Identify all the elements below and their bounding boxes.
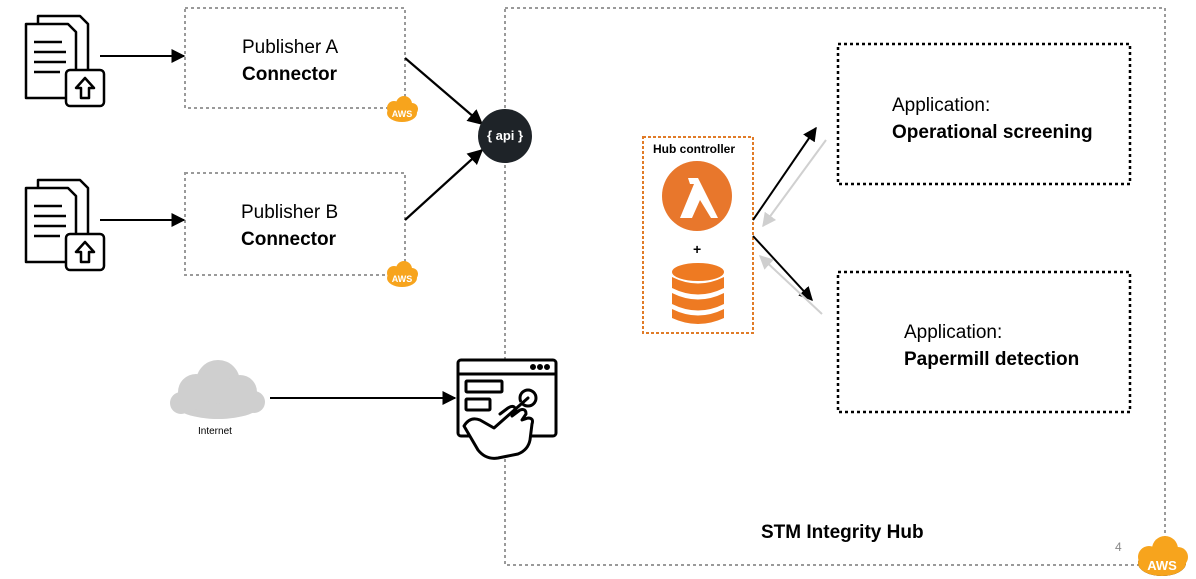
aws-cloud-icon	[387, 96, 418, 122]
application-2-prefix: Application:	[904, 322, 1003, 343]
web-interface-touch-icon	[456, 358, 558, 460]
publisher-a-name: Publisher A	[242, 37, 339, 58]
internet-label: Internet	[198, 426, 232, 437]
application-1-prefix: Application:	[892, 95, 991, 116]
hub-controller-plus: +	[693, 241, 702, 257]
publisher-b-name: Publisher B	[241, 202, 339, 223]
lambda-icon	[662, 161, 732, 231]
publisher-a-connector: Connector	[242, 64, 337, 85]
api-label: { api }	[486, 128, 524, 143]
application-2-box	[836, 270, 1132, 414]
application-1-box	[836, 42, 1132, 186]
aws-cloud-icon	[387, 261, 418, 287]
database-icon	[672, 263, 724, 324]
arrow-hub-to-application-2	[752, 235, 813, 302]
publisher-a-label: Publisher A Connector	[242, 34, 338, 88]
page-number: 4	[1115, 540, 1122, 554]
arrow-application-1-to-hub	[762, 139, 827, 228]
application-2-name: Papermill detection	[904, 349, 1080, 370]
aws-badge-publisher-a: AWS	[392, 109, 413, 119]
arrow-application-2-to-hub	[758, 255, 823, 315]
application-2-label: Application: Papermill detection	[904, 319, 1079, 373]
hub-controller-box	[642, 136, 754, 334]
arrow-publisher-a-to-api	[404, 57, 484, 126]
aws-cloud-icon	[1138, 536, 1188, 576]
publisher-b-label: Publisher B Connector	[241, 199, 338, 253]
application-1-name: Operational screening	[892, 122, 1093, 143]
application-1-label: Application: Operational screening	[892, 92, 1093, 146]
aws-badge-publisher-b: AWS	[392, 274, 413, 284]
hub-controller-label: Hub controller	[653, 142, 736, 156]
api-icon	[478, 109, 532, 163]
arrow-publisher-b-to-api	[404, 148, 484, 221]
aws-badge-hub: AWS	[1147, 558, 1177, 573]
hub-boundary	[504, 7, 1166, 566]
arrow-hub-to-application-1	[752, 126, 817, 221]
cloud-icon	[170, 360, 265, 419]
document-upload-icon	[24, 178, 106, 272]
publisher-b-connector: Connector	[241, 229, 336, 250]
document-upload-icon	[24, 14, 106, 108]
publisher-b-box	[184, 172, 406, 276]
hub-title: STM Integrity Hub	[761, 522, 924, 543]
